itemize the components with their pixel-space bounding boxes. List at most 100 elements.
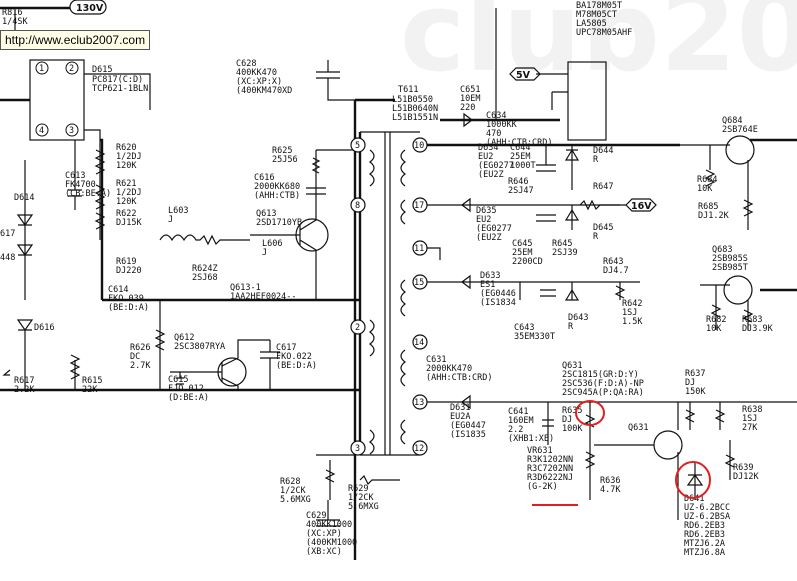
svg-text:5: 5 [355, 141, 360, 151]
label-r621-line-1: 1/2DJ [116, 188, 142, 198]
label-vr631-line-1: R3K1202NN [527, 455, 573, 465]
label-r642-line-0: R642 [622, 299, 642, 309]
label-d644-line-1: R [593, 155, 599, 165]
label-q683-line-1: 2SB985S [712, 254, 748, 264]
label-q684-line-1: 2SB764E [722, 125, 758, 135]
transformer-t611-label: T611 L51B0550 L51B0640N L51B1551N [392, 85, 438, 123]
label-c613-line-0: C613 [65, 171, 85, 181]
supply-130v-flag [69, 0, 107, 15]
label-c631-line-0: C631 [426, 355, 446, 365]
label-c617-line-2: (BE:D:A) [276, 361, 317, 371]
label-d633-line-0: D633 [480, 271, 500, 281]
label-r628-line-0: R628 [280, 477, 300, 487]
svg-text:8: 8 [355, 201, 360, 211]
label-c645-line-1: 25EM [512, 248, 532, 258]
opto-pins: 1 2 3 4 [35, 61, 79, 137]
label-q613-line-1: 2SD1710YB [256, 218, 302, 228]
label-d617-line-0: 617 [0, 229, 15, 239]
label-r619-line-0: R619 [116, 257, 136, 267]
label-d634-line-0: D634 [478, 143, 498, 153]
label-q631a-line-1: 2SC1815(GR:D:Y) [562, 370, 639, 380]
label-c614-line-2: (BE:D:A) [108, 303, 149, 313]
label-c613-line-2: (CB:BE:A) [65, 189, 111, 199]
label-r643-line-0: R643 [603, 257, 623, 267]
label-r635-line-2: 100K [562, 424, 583, 434]
label-r626-line-2: 2.7K [130, 361, 151, 371]
label-r621-line-0: R621 [116, 179, 136, 189]
label-d641-line-3: RD6.2EB3 [684, 521, 725, 531]
label-r816-line-1: 1/4SK [2, 17, 28, 27]
label-d643-line-1: R [568, 322, 574, 332]
svg-text:17: 17 [414, 201, 424, 211]
label-c644-line-2: 1000T [510, 161, 536, 171]
svg-text:UPC78M05AHF: UPC78M05AHF [576, 28, 632, 38]
svg-text:T611: T611 [398, 85, 418, 95]
label-d641-line-6: MTZJ6.8A [684, 548, 725, 558]
label-r628-line-2: 5.6MXG [280, 495, 311, 505]
label-r685-line-1: DJ1.2K [698, 211, 730, 221]
svg-text:3: 3 [355, 444, 360, 454]
label-vr631-line-2: R3C7202NN [527, 464, 573, 474]
svg-text:LA5805: LA5805 [576, 19, 607, 29]
label-c614-line-0: C614 [108, 285, 128, 295]
label-r638-line-0: R638 [742, 405, 762, 415]
label-d614: D614 [14, 193, 34, 203]
svg-text:11: 11 [414, 244, 424, 254]
label-d641-line-5: MTZJ6.2A [684, 539, 725, 549]
label-c643-line-0: C643 [514, 323, 534, 333]
highlight-d641 [675, 461, 711, 499]
label-d644-line-0: D644 [593, 146, 613, 156]
label-d634-line-3: (EU2Z [478, 170, 504, 180]
label-c628-line-2: (XC:XP:X) [236, 77, 282, 87]
svg-text:BA178M05T: BA178M05T [576, 1, 622, 11]
label-r646-line-1: 2SJ47 [508, 186, 534, 196]
svg-text:15: 15 [414, 278, 424, 288]
label-d641-line-0: D641 [684, 494, 704, 504]
label-c651-line-0: C651 [460, 85, 480, 95]
label-r816-line-0: R816 [2, 8, 22, 18]
svg-text:M78M05CT: M78M05CT [576, 10, 617, 20]
label-c645-line-0: C645 [512, 239, 532, 249]
svg-text:3: 3 [69, 126, 74, 136]
label-d635-line-0: D635 [476, 206, 496, 216]
label-r619-line-1: DJ220 [116, 266, 142, 276]
label-d448-line-0: 448 [0, 253, 15, 263]
label-c628-line-1: 400KK470 [236, 68, 277, 78]
label-r620-line-0: R620 [116, 143, 136, 153]
label-d633-line-3: (IS1834 [480, 298, 516, 308]
label-r642-line-2: 1.5K [622, 317, 643, 327]
label-c629-line-3: (400KM1000 [306, 538, 357, 548]
svg-text:L51B1551N: L51B1551N [392, 113, 438, 123]
label-d448: 448 [0, 253, 15, 263]
label-d641: D641UZ-6.2BCCUZ-6.2BSARD6.2EB3RD6.2EB3MT… [684, 494, 730, 558]
svg-text:L51B0550: L51B0550 [392, 95, 433, 105]
label-c629-line-1: 400KK1000 [306, 520, 352, 530]
label-c613-line-1: FK4700 [65, 180, 96, 190]
svg-text:13: 13 [414, 398, 424, 408]
label-r621-line-2: 120K [116, 197, 137, 207]
transistor-q683 [723, 275, 753, 305]
label-q683-line-2: 2SB985T [712, 263, 748, 273]
label-c634-line-0: C634 [486, 111, 506, 121]
label-q613-1-line-0: Q613-1 [230, 283, 261, 293]
